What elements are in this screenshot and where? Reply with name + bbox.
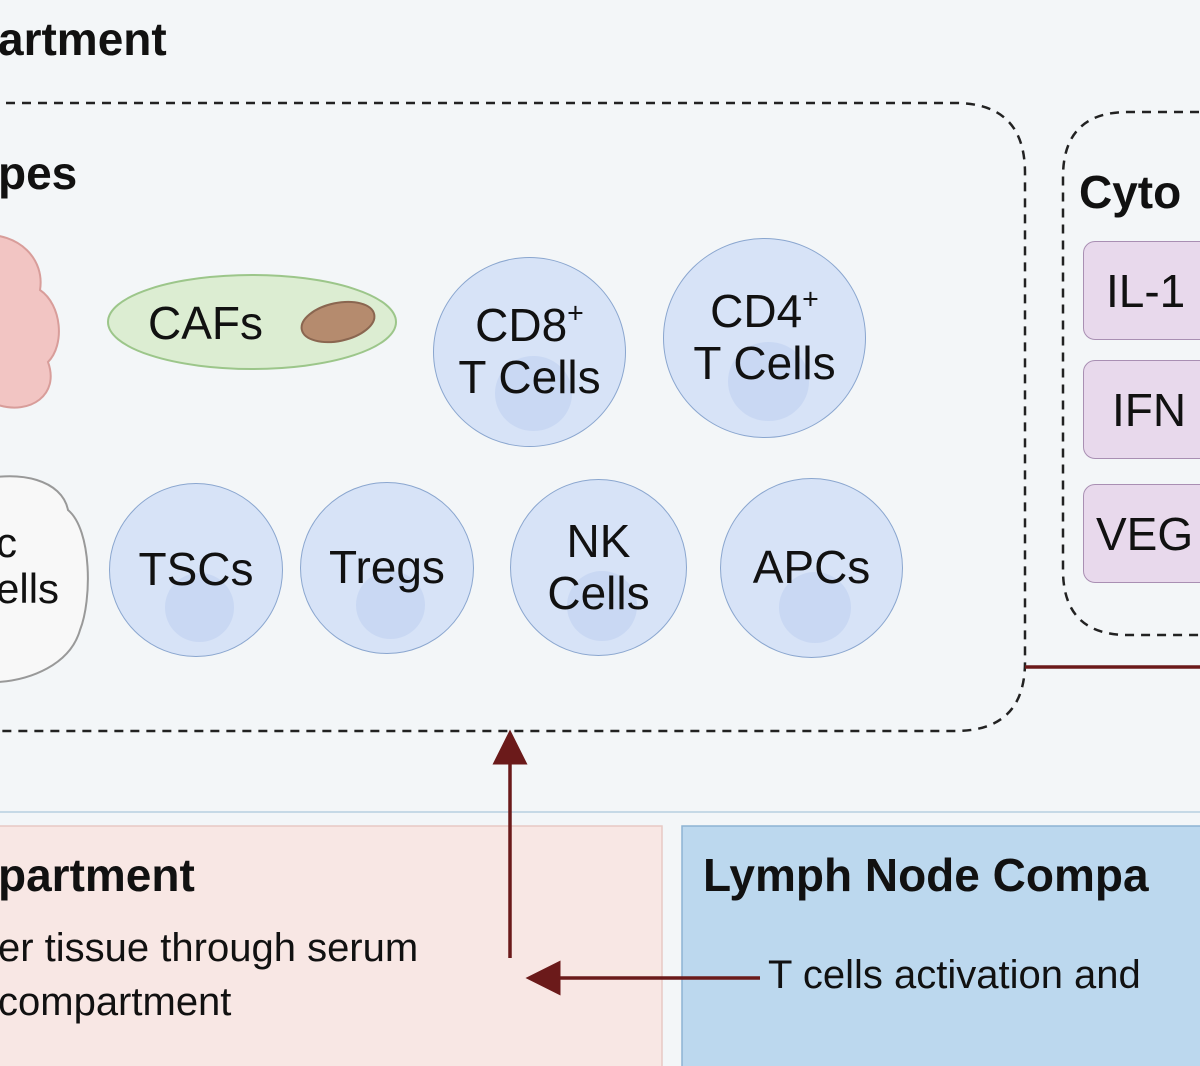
blood-compartment-text-line2: compartment: [0, 980, 232, 1024]
cytokine-veg-label: VEG: [1096, 507, 1194, 560]
cd4-text: CD4: [710, 285, 803, 338]
nk-cells-label: NK Cells: [547, 514, 650, 619]
cd8-superscript: +: [567, 297, 584, 330]
lymph-node-compartment-panel: [681, 825, 1200, 1066]
tscs-circle: TSCs: [109, 483, 283, 657]
other-cells-label: c ells: [0, 519, 60, 613]
cytokine-veg-box: VEG: [1083, 484, 1200, 583]
apcs-circle: APCs: [720, 478, 903, 658]
cytokine-ifn-box: IFN: [1083, 360, 1200, 459]
cytokine-il1-label: IL-1: [1106, 264, 1186, 317]
tscs-label: TSCs: [138, 543, 254, 596]
cd4-sub-text: T Cells: [693, 337, 836, 389]
lymph-node-compartment-text: T cells activation and: [768, 953, 1141, 997]
cafs-label: CAFs: [148, 297, 263, 349]
blood-compartment-title: partment: [0, 849, 195, 901]
blood-compartment-text-line1: er tissue through serum: [0, 926, 419, 970]
cd8-sub-text: T Cells: [458, 351, 601, 403]
cytokines-dashed-border: [1061, 110, 1200, 637]
cell-types-title: pes: [0, 147, 78, 199]
cytokines-title: Cyto: [1079, 166, 1182, 218]
nk-cells-circle: NK Cells: [510, 479, 687, 656]
cd4-t-cells-label: CD4+ T Cells: [693, 286, 835, 389]
other-cell-shape: [0, 475, 89, 683]
nk-line2: Cells: [547, 566, 650, 619]
caf-nucleus-icon: [300, 300, 376, 344]
cytokine-ifn-label: IFN: [1112, 383, 1187, 436]
cell-types-dashed-border: [0, 101, 1027, 733]
blood-compartment-panel: [0, 825, 663, 1066]
cd8-t-cells-label: CD8+ T Cells: [458, 300, 600, 403]
apcs-label: APCs: [752, 541, 871, 594]
cd4-t-cells-circle: CD4+ T Cells: [663, 238, 866, 438]
tumor-cell-shape: [0, 235, 60, 409]
tumor-compartment-title: artment: [0, 13, 167, 65]
other-cells-line1: c: [0, 519, 17, 566]
cytokine-il1-box: IL-1: [1083, 241, 1200, 340]
tregs-label: Tregs: [329, 541, 445, 594]
cd4-superscript: +: [802, 283, 819, 316]
nk-line1: NK: [566, 514, 631, 567]
lymph-node-compartment-title: Lymph Node Compa: [703, 849, 1149, 901]
tregs-circle: Tregs: [300, 482, 474, 654]
other-cells-line2: ells: [0, 565, 60, 613]
cd8-text: CD8: [475, 299, 568, 352]
cd8-t-cells-circle: CD8+ T Cells: [433, 257, 626, 447]
caf-cell-body: [107, 274, 397, 370]
